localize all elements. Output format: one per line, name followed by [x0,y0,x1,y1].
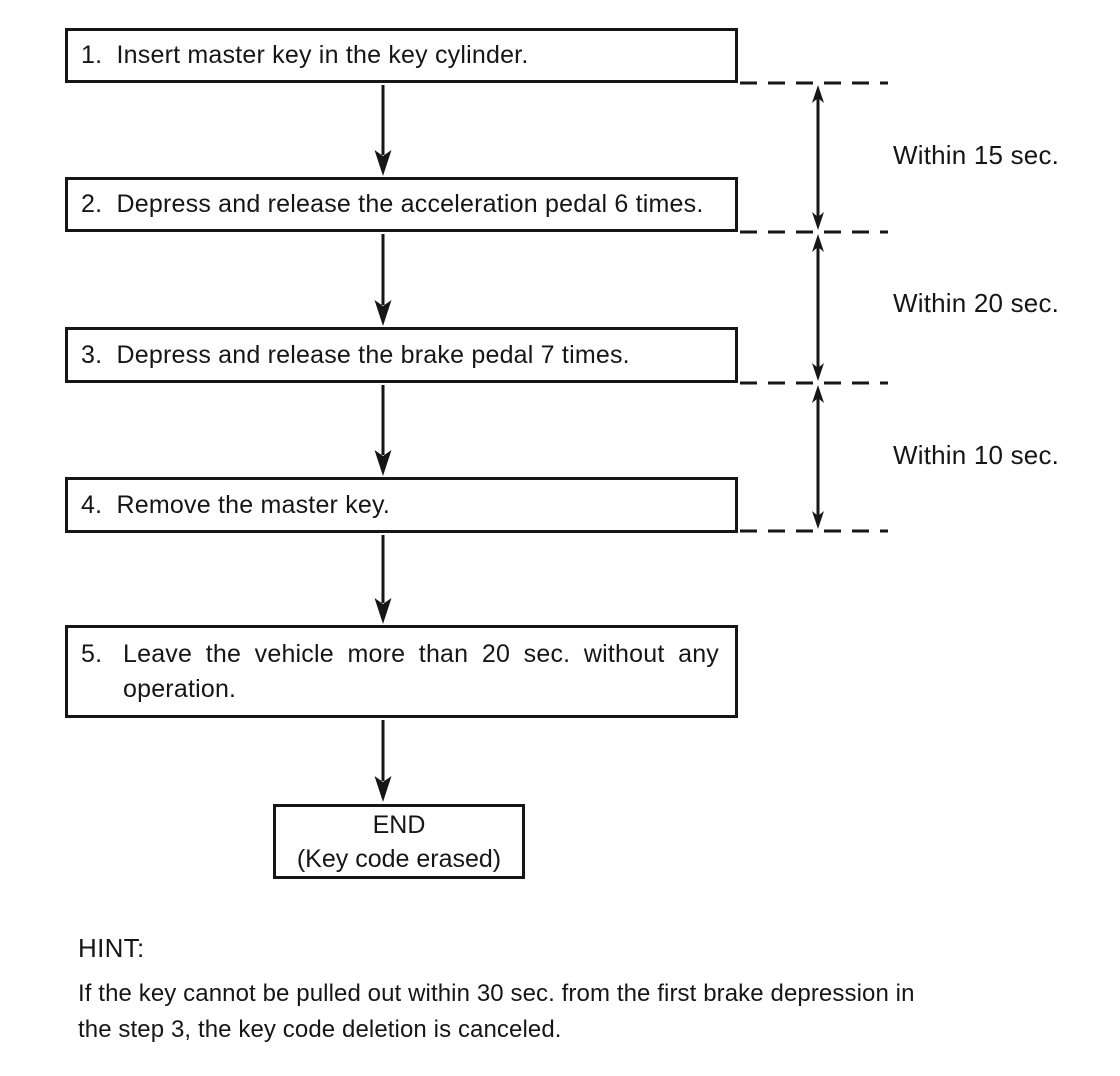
step-3-label: 3. Depress and release the brake pedal 7… [81,340,630,369]
timing-label-within-20-sec: Within 20 sec. [893,288,1060,318]
double-arrow-icon-10-sec [812,385,824,529]
step-5-line1: Leave the vehicle more than 20 sec. with… [123,640,719,668]
step-box-1: 1. Insert master key in the key cylinder… [65,28,738,83]
timing-label-within-15-sec: Within 15 sec. [893,140,1060,170]
step-5-label: Leave the vehicle more than 20 sec. with… [123,637,719,707]
hint-line1: If the key cannot be pulled out within 3… [78,980,915,1007]
step-4-label: 4. Remove the master key. [81,490,391,519]
double-arrow-icon-15-sec [812,85,824,230]
double-arrow-icon-20-sec [812,234,824,381]
hint-text: If the key cannot be pulled out within 3… [78,976,915,1048]
end-subtitle: (Key code erased) [296,844,502,873]
hint-heading: HINT: [78,933,145,963]
end-box: END (Key code erased) [273,804,525,879]
step-box-3: 3. Depress and release the brake pedal 7… [65,327,738,383]
timing-label-within-10-sec: Within 10 sec. [893,440,1060,470]
step-1-label: 1. Insert master key in the key cylinder… [81,41,529,69]
step-box-5: 5. Leave the vehicle more than 20 sec. w… [65,625,738,718]
hint-line2: the step 3, the key code deletion is can… [78,1016,562,1043]
down-arrow-icon-5 [374,720,392,802]
step-5-number: 5. [81,640,103,668]
down-arrow-icon-3 [374,385,392,476]
step-box-4: 4. Remove the master key. [65,477,738,533]
dashed-leader-lines [740,81,888,533]
step-box-2: 2. Depress and release the acceleration … [65,177,738,232]
step-5-line2: operation. [123,675,237,703]
down-arrow-icon-4 [374,535,392,624]
end-title: END [372,810,426,839]
down-arrow-icon-1 [374,85,392,176]
down-arrow-icon-2 [374,234,392,326]
step-2-label: 2. Depress and release the acceleration … [81,190,704,218]
